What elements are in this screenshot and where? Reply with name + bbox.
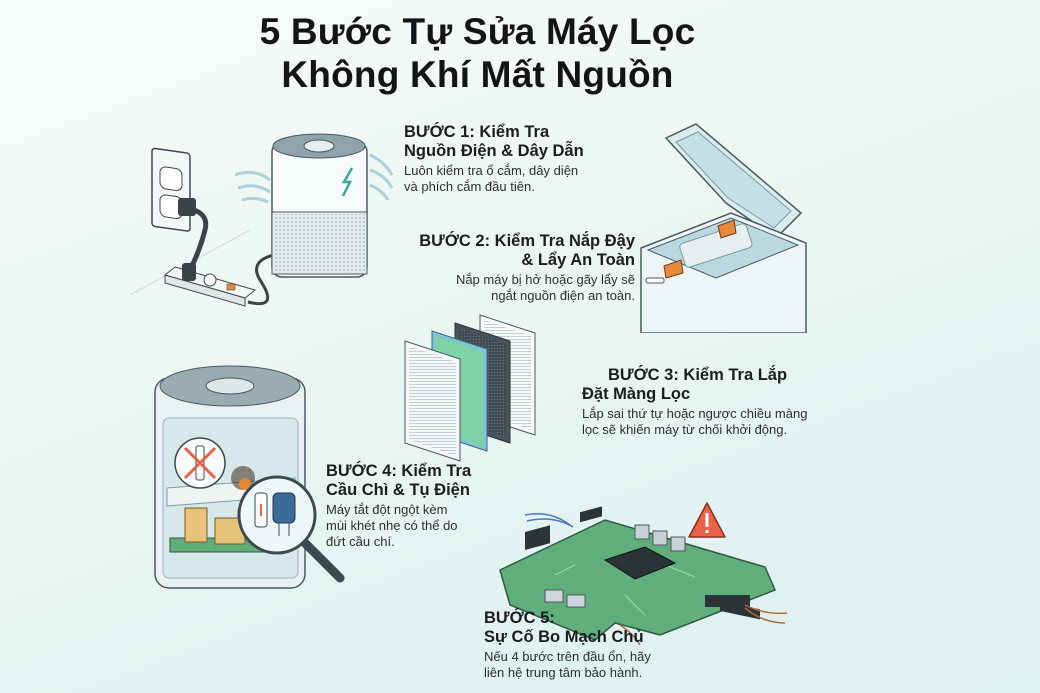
power-strip-icon <box>163 263 257 307</box>
step1-illustration <box>130 120 400 320</box>
latch-icon <box>663 259 684 279</box>
air-purifier-icon <box>271 133 368 278</box>
wall-outlet-icon <box>151 147 191 232</box>
step-4-heading: BƯỚC 4: Kiểm Tra Cầu Chì & Tụ Điện <box>326 462 472 499</box>
lightning-icon <box>341 167 354 197</box>
step4-illustration <box>145 358 360 603</box>
page-title: 5 Bước Tự Sửa Máy Lọc Không Khí Mất Nguồ… <box>0 10 955 96</box>
step-5-heading: BƯỚC 5: Sự Cố Bo Mạch Chủ <box>484 609 644 646</box>
capacitor-icon <box>272 492 296 524</box>
step2-illustration <box>636 118 816 333</box>
step-2-description: Nắp máy bị hở hoặc gãy lẩy sẽ ngắt nguồn… <box>455 272 635 303</box>
warning-icon <box>688 502 726 538</box>
title-line-2: Không Khí Mất Nguồn <box>281 54 674 95</box>
step-4: BƯỚC 4: Kiểm Tra Cầu Chì & Tụ Điện Máy t… <box>326 462 491 550</box>
step-3-description: Lắp sai thứ tự hoặc ngược chiều màng lọc… <box>582 406 808 437</box>
broken-fuse-icon <box>174 437 226 489</box>
filter-pre <box>404 340 461 462</box>
step-1-description: Luôn kiểm tra ổ cắm, dây diện và phích c… <box>404 163 579 194</box>
step-2-heading: BƯỚC 2: Kiểm Tra Nắp Đậy & Lẩy An Toàn <box>419 232 635 269</box>
step-2: BƯỚC 2: Kiểm Tra Nắp Đậy & Lẩy An Toàn N… <box>410 232 635 304</box>
step-4-description: Máy tắt đột ngột kèm mùi khét nhẹ có thể… <box>326 502 458 549</box>
step-1: BƯỚC 1: Kiểm Tra Nguồn Điện & Dây Dẫn Lu… <box>404 123 624 195</box>
title-line-1: 5 Bước Tự Sửa Máy Lọc <box>259 11 696 52</box>
step-5-description: Nếu 4 bước trên đầu ổn, hãy liên hệ trun… <box>484 649 651 680</box>
latch-icon <box>717 219 737 239</box>
step-1-heading: BƯỚC 1: Kiểm Tra Nguồn Điện & Dây Dẫn <box>404 123 584 160</box>
step-3: BƯỚC 3: Kiểm Tra Lắp Đặt Màng Lọc Lắp sa… <box>582 366 842 438</box>
magnifier-icon <box>237 475 345 583</box>
step-5: BƯỚC 5: Sự Cố Bo Mạch Chủ Nếu 4 bước trê… <box>484 609 714 681</box>
step-3-heading: BƯỚC 3: Kiểm Tra Lắp Đặt Màng Lọc <box>582 366 788 403</box>
step5-illustration <box>495 495 790 645</box>
step3-illustration <box>400 305 550 465</box>
